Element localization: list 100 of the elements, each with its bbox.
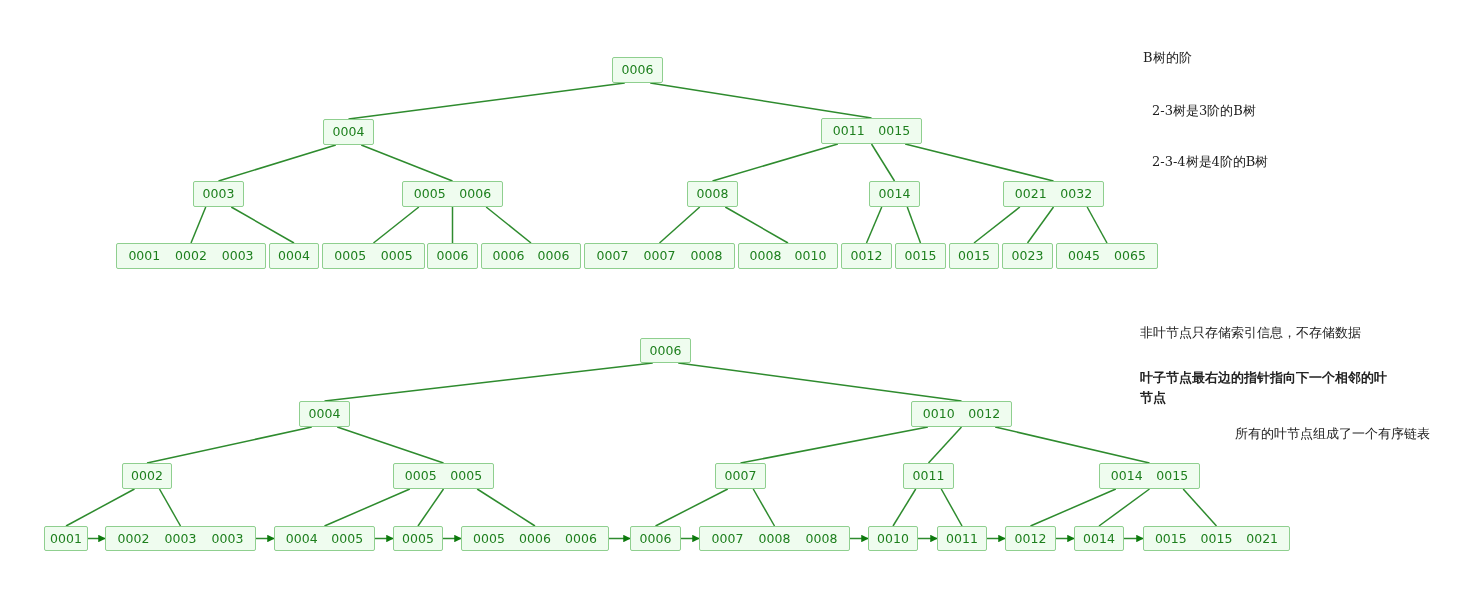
connector-line	[451, 206, 454, 244]
connector-line	[1182, 488, 1218, 527]
connector-line	[146, 426, 313, 464]
tree-node-box	[323, 119, 374, 145]
tree-node-box	[116, 243, 266, 269]
connector-line	[892, 488, 917, 527]
key-value: 0005	[331, 531, 364, 546]
tree-node-box	[1003, 181, 1104, 207]
key-value: 0008	[758, 531, 791, 546]
key-value: 0003	[202, 187, 235, 201]
tree-node-box	[461, 526, 609, 551]
connector-line	[711, 143, 839, 182]
connector-line	[1098, 488, 1151, 527]
key-value: 0021	[1246, 531, 1279, 546]
tree-node-box	[481, 243, 581, 269]
tree-node-box	[949, 243, 999, 269]
key-value: 0010	[794, 249, 827, 263]
tree-node-box	[699, 526, 850, 551]
key-value: 0004	[332, 125, 365, 139]
arrow	[442, 534, 462, 543]
key-value: 0003	[221, 249, 254, 263]
key-value: 0011	[832, 124, 865, 138]
connector-line	[994, 426, 1151, 464]
arrow	[87, 534, 106, 543]
key-value: 0010	[877, 531, 909, 546]
key-value: 0006	[621, 63, 654, 77]
connector-line	[347, 82, 626, 120]
arrow	[608, 534, 631, 543]
connector-line	[360, 144, 454, 182]
key-value: 0014	[1110, 469, 1143, 483]
note-text: 非叶节点只存储索引信息，不存储数据	[1140, 324, 1361, 342]
tree-node-box	[640, 338, 691, 363]
connector-line	[973, 206, 1021, 244]
key-value: 0002	[175, 249, 207, 263]
tree-node-box	[269, 243, 319, 269]
key-value: 0010	[922, 407, 955, 421]
connector-line	[649, 82, 873, 119]
connector-line	[336, 426, 445, 464]
key-value: 0008	[690, 249, 723, 263]
tree-node-box	[193, 181, 244, 207]
key-value: 0006	[565, 531, 597, 546]
connector-line	[190, 206, 207, 244]
connector-line	[476, 488, 536, 527]
connector-line	[1086, 206, 1108, 244]
arrow	[849, 534, 869, 543]
key-value: 0005	[450, 469, 483, 483]
key-value: 0021	[1014, 187, 1047, 201]
connector-line	[485, 206, 532, 244]
tree-node-box	[612, 57, 663, 83]
tree-node-box	[299, 401, 350, 427]
note-text: 2-3-4树是4阶的B树	[1152, 153, 1269, 171]
note-text: 叶子节点最右边的指针指向下一个相邻的叶节点	[1140, 369, 1388, 407]
key-value: 0065	[1114, 249, 1146, 263]
connector-line	[870, 143, 896, 182]
key-value: 0003	[164, 531, 197, 546]
key-value: 0015	[1156, 469, 1189, 483]
note-text: 2-3树是3阶的B树	[1152, 102, 1256, 120]
key-value: 0005	[404, 469, 437, 483]
key-value: 0012	[968, 407, 1001, 421]
connector-line	[739, 426, 929, 464]
tree-node-box	[322, 243, 425, 269]
key-value: 0023	[1011, 249, 1044, 263]
arrow	[917, 534, 938, 543]
key-value: 0015	[1200, 531, 1233, 546]
tree-node-box	[1005, 526, 1056, 551]
connector-line	[752, 488, 776, 527]
key-value: 0007	[596, 249, 629, 263]
key-value: 0006	[459, 187, 492, 201]
key-value: 0003	[211, 531, 244, 546]
note-text: B树的阶	[1143, 49, 1192, 67]
tree-node-box	[274, 526, 375, 551]
connector-line	[1029, 488, 1117, 527]
connector-line	[865, 206, 883, 244]
tree-node-box	[869, 181, 920, 207]
key-value: 0012	[850, 249, 883, 263]
tree-node-box	[1074, 526, 1124, 551]
tree-node-box	[1099, 463, 1200, 489]
tree-node-box	[868, 526, 918, 551]
key-value: 0005	[334, 249, 367, 263]
key-value: 0006	[639, 531, 672, 546]
key-value: 0005	[380, 249, 413, 263]
connector-line	[323, 488, 411, 527]
key-value: 0007	[711, 531, 744, 546]
tree-node-box	[393, 463, 494, 489]
key-value: 0014	[1083, 531, 1115, 546]
connector-line	[677, 362, 963, 402]
tree-node-box	[715, 463, 766, 489]
note-text: 所有的叶节点组成了一个有序链表	[1235, 425, 1430, 443]
key-value: 0008	[696, 187, 729, 201]
connector-line	[217, 144, 337, 182]
key-value: 0032	[1060, 187, 1093, 201]
tree-node-box	[122, 463, 172, 489]
tree-node-box	[427, 243, 478, 269]
tree-node-box	[44, 526, 88, 551]
key-value: 0015	[904, 249, 937, 263]
key-value: 0006	[436, 249, 469, 263]
key-value: 0002	[117, 531, 150, 546]
tree-node-box	[841, 243, 892, 269]
connector-line	[927, 426, 963, 464]
tree-node-box	[1002, 243, 1053, 269]
